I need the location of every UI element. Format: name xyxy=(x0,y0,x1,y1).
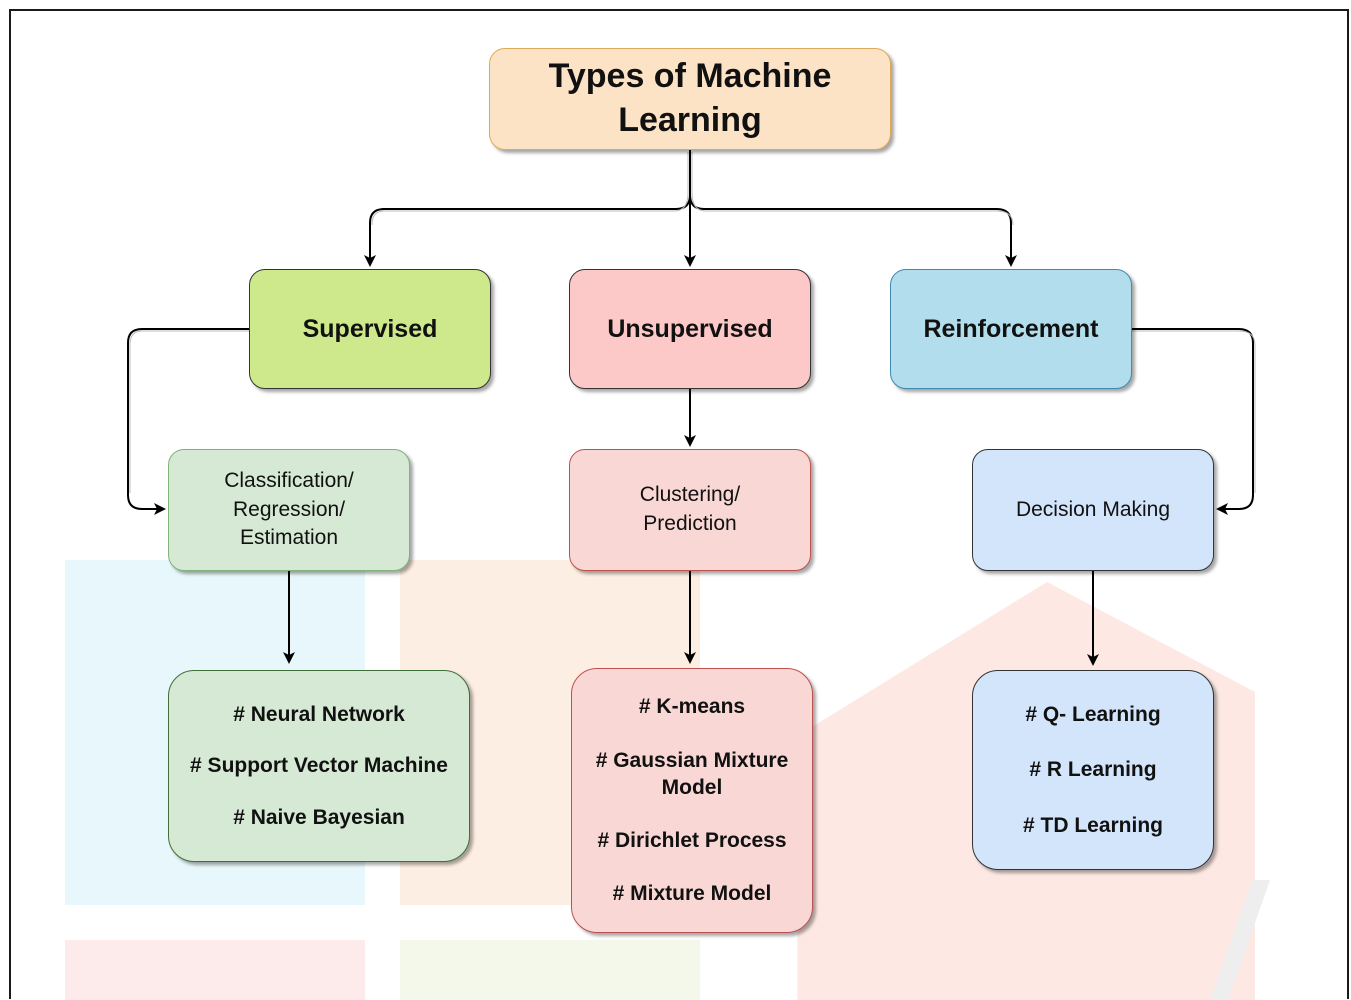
link-root-reinforcement xyxy=(689,150,1017,267)
task-supervised-line3: Estimation xyxy=(239,526,339,550)
algorithm-item: # Q- Learning xyxy=(1025,703,1161,727)
task-classification-regression-estimation: Classification/ Regression/ Estimation xyxy=(168,449,410,571)
algorithm-item: # Support Vector Machine xyxy=(190,754,448,778)
link-supervised-task xyxy=(127,328,249,515)
category-supervised-label: Supervised xyxy=(302,314,438,343)
category-unsupervised: Unsupervised xyxy=(569,269,811,389)
task-decision-making: Decision Making xyxy=(972,449,1214,571)
algorithm-item: # Mixture Model xyxy=(612,882,772,906)
task-unsupervised-line2: Prediction xyxy=(643,512,737,535)
link-root-supervised xyxy=(364,150,691,267)
root-title-line2: Learning xyxy=(618,101,762,139)
algorithm-item: # Dirichlet Process xyxy=(597,829,787,853)
task-clustering-prediction: Clustering/ Prediction xyxy=(569,449,811,571)
root-title-line1: Types of Machine xyxy=(548,57,832,96)
category-reinforcement-label: Reinforcement xyxy=(923,314,1099,343)
algorithms-reinforcement: # Q- Learning # R Learning # TD Learning xyxy=(972,670,1214,870)
task-reinforcement-line1: Decision Making xyxy=(1015,497,1171,521)
algorithm-item: # Neural Network xyxy=(233,703,405,727)
algorithms-supervised: # Neural Network # Support Vector Machin… xyxy=(168,670,470,862)
root-node-types-of-ml: Types of Machine Learning xyxy=(489,48,891,150)
category-unsupervised-label: Unsupervised xyxy=(607,314,773,343)
category-supervised: Supervised xyxy=(249,269,491,389)
algorithms-unsupervised: # K-means # Gaussian Mixture Model # Dir… xyxy=(571,668,813,933)
link-reinforcement-task xyxy=(1132,328,1254,515)
algorithm-item: # TD Learning xyxy=(1022,813,1164,837)
algorithm-item: # R Learning xyxy=(1029,758,1157,782)
task-supervised-line1: Classification/ xyxy=(224,468,354,492)
algorithm-item: # Gaussian Mixture Model xyxy=(595,748,789,799)
diagram-frame xyxy=(9,9,1349,999)
algorithm-item: # Naive Bayesian xyxy=(233,805,405,829)
task-supervised-line2: Regression/ xyxy=(232,497,346,521)
category-reinforcement: Reinforcement xyxy=(890,269,1132,389)
task-unsupervised-line1: Clustering/ xyxy=(639,483,741,507)
algorithm-item: # K-means xyxy=(638,695,746,719)
